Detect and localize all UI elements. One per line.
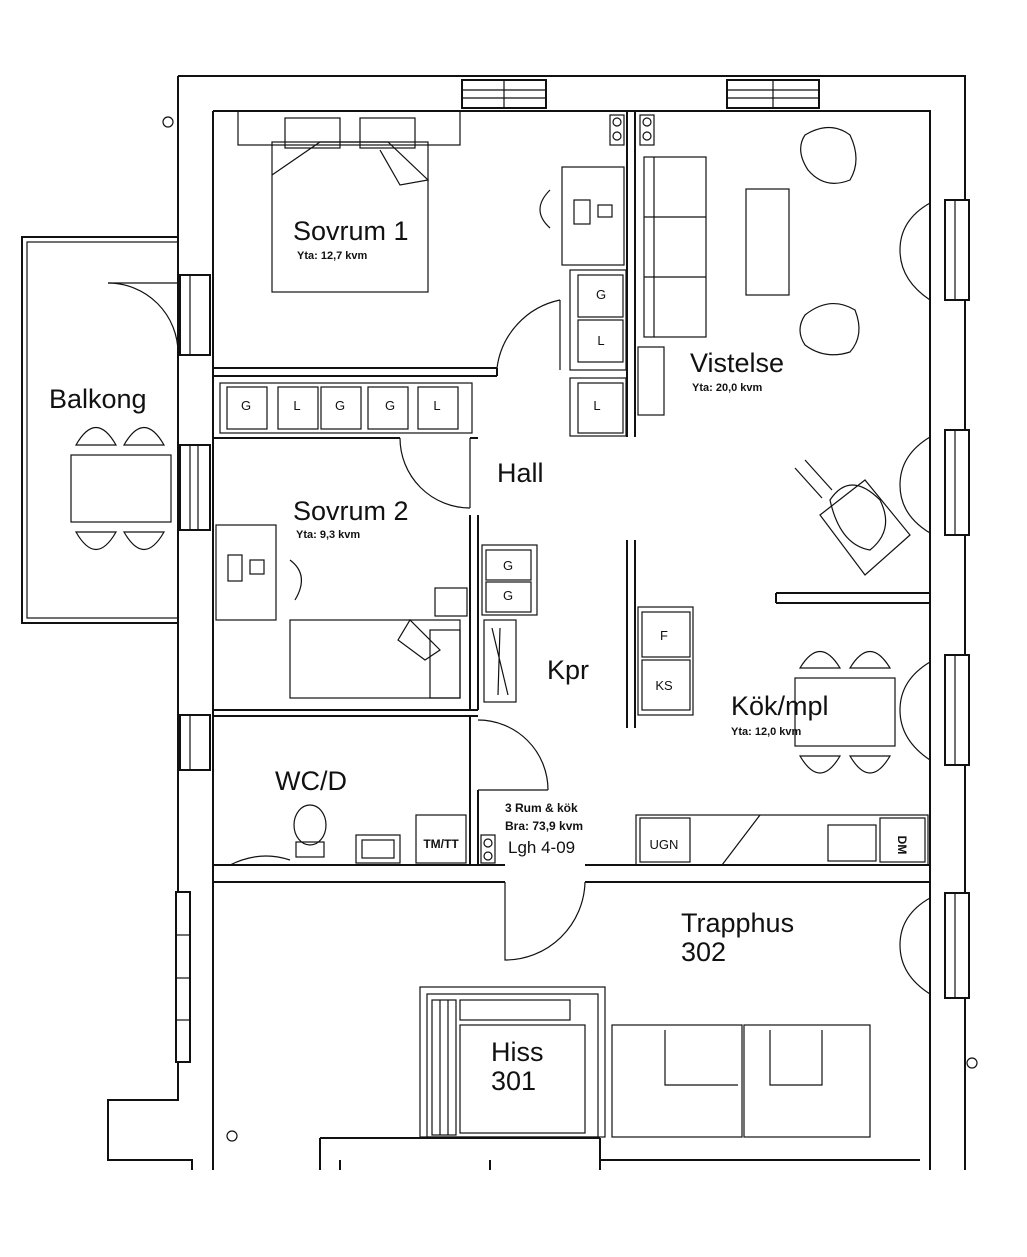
- room-area-sovrum2: Yta: 9,3 kvm: [296, 529, 360, 541]
- cabinet-label: L: [593, 398, 600, 413]
- windows: [175, 79, 970, 1063]
- room-name-kpr: Kpr: [547, 655, 589, 685]
- room-name-hiss: Hiss: [491, 1037, 544, 1067]
- doors: [399, 299, 586, 961]
- apartment-rooms: 3 Rum & kök: [505, 801, 578, 815]
- room-name-kok: Kök/mpl: [731, 691, 829, 721]
- hall-cabinets: G L G G L: [219, 382, 473, 434]
- cabinet-label: G: [335, 398, 345, 413]
- stairwell: [431, 999, 871, 1138]
- cabinet-label: L: [293, 398, 300, 413]
- room-area-kok: Yta: 12,0 kvm: [731, 726, 802, 738]
- oven-label: UGN: [650, 837, 679, 852]
- cabinet-label: G: [241, 398, 251, 413]
- bedroom1-furniture: G L L: [237, 110, 627, 437]
- cabinet-label: G: [385, 398, 395, 413]
- outer-walls: [107, 75, 966, 1170]
- apartment-area: Bra: 73,9 kvm: [505, 819, 583, 833]
- cabinet-label: G: [503, 588, 513, 603]
- room-name-sovrum2: Sovrum 2: [293, 496, 409, 526]
- dishwasher-label: DM: [895, 836, 909, 855]
- room-area-vistelse: Yta: 20,0 kvm: [692, 382, 763, 394]
- room-area-sovrum1: Yta: 12,7 kvm: [297, 250, 368, 262]
- room-name-trapphus: Trapphus: [681, 908, 794, 938]
- room-name-sovrum1: Sovrum 1: [293, 216, 409, 246]
- cabinet-label: L: [433, 398, 440, 413]
- room-name-vistelse: Vistelse: [690, 348, 784, 378]
- fridge-label: F: [660, 628, 668, 643]
- living-furniture: [609, 114, 911, 576]
- balcony-chairs: [74, 427, 166, 550]
- room-name-hall: Hall: [497, 458, 544, 488]
- room-name-wcd: WC/D: [275, 766, 347, 796]
- kitchen-furniture: F KS UGN DM: [635, 606, 929, 866]
- bedroom2-furniture: G G: [215, 524, 538, 703]
- cabinet-label: G: [503, 558, 513, 573]
- freezer-label: KS: [655, 678, 673, 693]
- room-number-trapphus: 302: [681, 937, 726, 967]
- balcony: [21, 236, 179, 624]
- cabinet-label: G: [596, 287, 606, 302]
- room-name-balkong: Balkong: [49, 384, 147, 414]
- washer-label: TM/TT: [423, 837, 459, 851]
- wc-furniture: TM/TT: [229, 804, 496, 866]
- apartment-id: Lgh 4-09: [508, 838, 575, 857]
- cabinet-label: L: [597, 333, 604, 348]
- room-number-hiss: 301: [491, 1066, 536, 1096]
